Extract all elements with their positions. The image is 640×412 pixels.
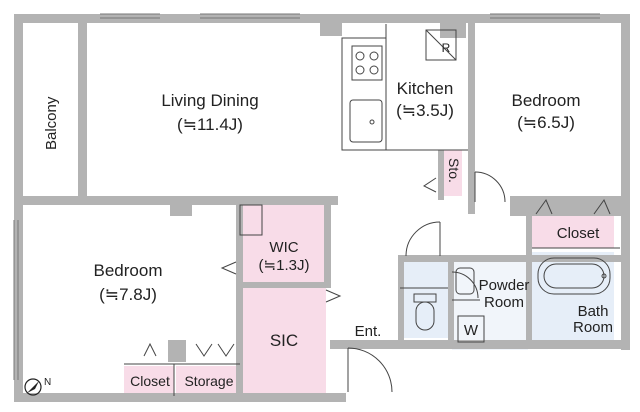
- storage-fill: [176, 366, 240, 396]
- sink: [349, 99, 383, 143]
- balcony-label: Balcony: [43, 96, 60, 150]
- wic-label: WIC: [269, 239, 298, 256]
- bath-room-label-2: Room: [573, 319, 613, 336]
- sic-fill: [240, 286, 326, 396]
- svg-text:N: N: [44, 377, 51, 388]
- windows: [13, 13, 600, 380]
- closet-sw-label: Closet: [130, 373, 170, 389]
- living-dining-label: Living Dining: [161, 91, 258, 110]
- toilet-area-fill: [402, 262, 450, 338]
- sic-label: SIC: [270, 331, 298, 350]
- living-dining-area: (≒11.4J): [177, 115, 243, 134]
- wic-fill: [240, 205, 326, 283]
- wet-fixtures: [239, 204, 611, 343]
- kitchen-area: (≒3.5J): [396, 101, 454, 120]
- sto-label: Sto.: [446, 158, 462, 183]
- washer-label: W: [464, 322, 479, 339]
- fridge-box: [425, 29, 457, 61]
- bedroom-sw-label: Bedroom: [94, 261, 163, 280]
- toilet-bowl: [415, 301, 435, 331]
- kitchen-fixtures: [341, 29, 457, 151]
- storage-label: Storage: [184, 373, 233, 389]
- bathtub: [537, 257, 611, 295]
- closet-ne-fill: [532, 216, 614, 248]
- powder-room-label-2: Room: [484, 294, 524, 311]
- stove: [351, 45, 383, 81]
- bedroom-sw-area: (≒7.8J): [99, 285, 157, 304]
- fridge-label: R: [442, 41, 451, 55]
- closet-sw-fill: [124, 366, 174, 396]
- bath-room-label-1: Bath: [578, 303, 609, 320]
- interior-walls: [14, 14, 630, 396]
- vanity: [455, 267, 475, 295]
- washer-box: [457, 315, 485, 343]
- powder-room-fill: [452, 262, 528, 350]
- closet-ne-label: Closet: [557, 225, 600, 242]
- kitchen-label: Kitchen: [397, 79, 454, 98]
- bedroom-ne-label: Bedroom: [512, 91, 581, 110]
- wic-area: (≒1.3J): [259, 257, 310, 274]
- sto-fill: [444, 150, 462, 196]
- powder-room-label-1: Powder: [479, 277, 530, 294]
- entrance-label: Ent.: [355, 323, 382, 340]
- compass-icon: N: [24, 377, 51, 396]
- bedroom-ne-area: (≒6.5J): [517, 113, 575, 132]
